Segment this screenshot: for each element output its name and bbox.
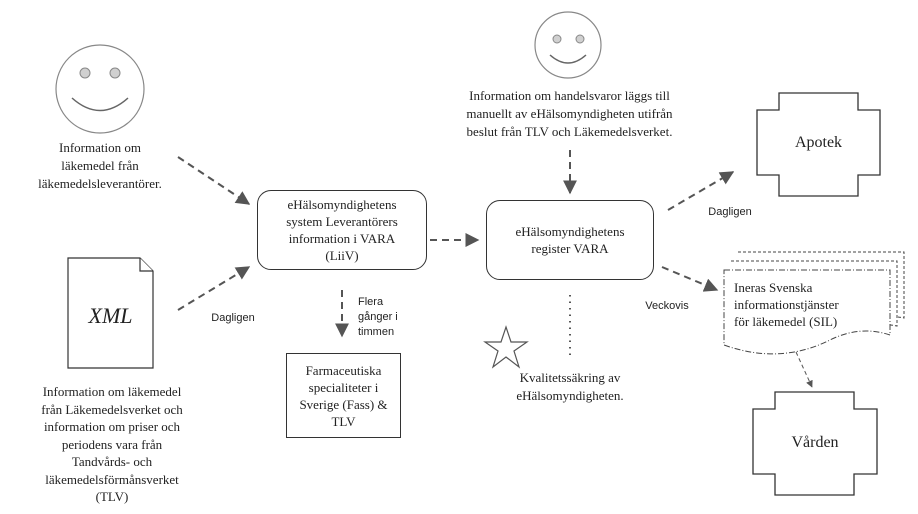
edge-lev-to-liiv [177, 156, 251, 205]
edge-vara-to-sil [661, 266, 719, 292]
fass-tlv-box: Farmaceutiska specialiteter i Sverige (F… [286, 353, 401, 438]
handel-info-text: Information om handelsvaror läggs till m… [466, 88, 673, 139]
edge-vara-to-apotek [667, 171, 735, 211]
vara-register-box: eHälsomyndighetens register VARA [486, 200, 654, 280]
kvalitet-text: Kvalitetssäkring av eHälsomyndigheten. [516, 370, 624, 403]
sil-label: Ineras Svenska informationstjänster för … [734, 280, 839, 329]
edges [177, 150, 813, 388]
apotek-label: Apotek [794, 134, 843, 151]
star-icon [483, 325, 529, 369]
smiley-icon [534, 11, 602, 79]
liiv-system-box: eHälsomyndighetens system Leverantörers … [257, 190, 427, 270]
edge-label-dagligen-apotek: Dagligen [708, 206, 752, 218]
smiley-icon [55, 44, 145, 134]
tlv-info-text: Information om läkemedel från Läkemedels… [41, 384, 183, 504]
cross-shape-varden [752, 391, 878, 496]
edge-label-flera-ganger: Flera gånger i timmen [358, 296, 398, 338]
varden-label: Vården [791, 434, 839, 451]
xml-document-icon [67, 257, 154, 369]
xml-label: XML [88, 303, 133, 328]
edge-label-dagligen-xml: Dagligen [211, 312, 255, 324]
edge-xml-to-liiv [177, 266, 251, 311]
edge-sil-to-varden [795, 351, 813, 388]
sil-multidocument-shape [723, 251, 905, 355]
cross-shape-apotek [756, 92, 881, 197]
lev-info-text: Information om läkemedel från läkemedels… [38, 140, 162, 191]
edge-label-veckovis: Veckovis [645, 300, 689, 312]
